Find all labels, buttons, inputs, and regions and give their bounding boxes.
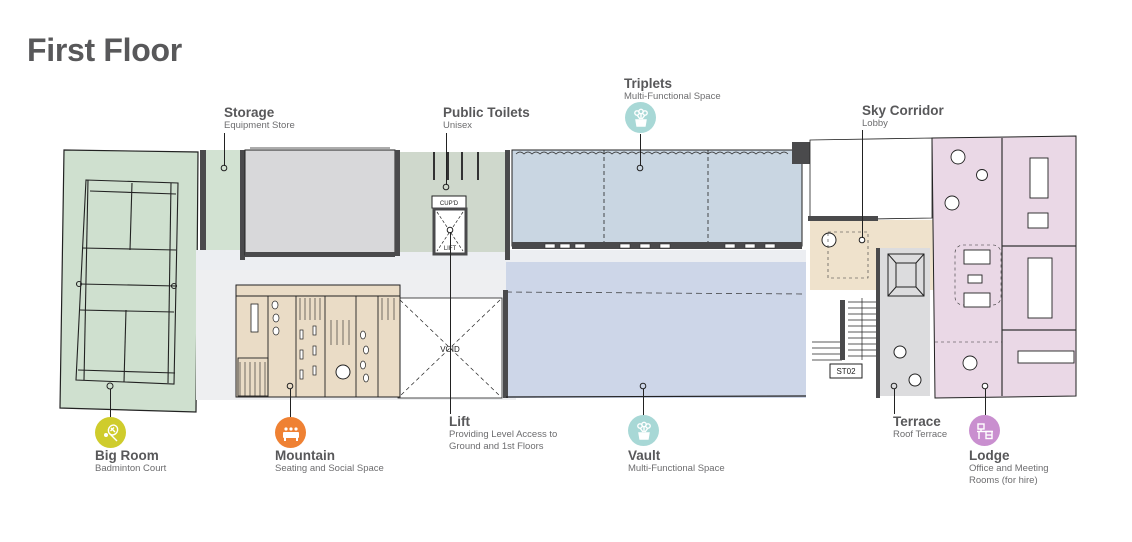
storage-name: Storage [224, 105, 275, 120]
triplets-label: Triplets Multi-Functional Space [624, 76, 721, 103]
public-toilets-subtitle: Unisex [443, 120, 473, 131]
lift-leader-line [450, 232, 451, 414]
seating-icon [282, 426, 299, 441]
big-room-icon [95, 417, 126, 448]
terrace-label: Terrace Roof Terrace [893, 414, 947, 441]
terrace-name: Terrace [893, 414, 941, 429]
triplets-leader-line [640, 134, 641, 166]
triplets-subtitle: Multi-Functional Space [624, 91, 721, 102]
desk-icon [976, 422, 993, 439]
vault-leader-line [643, 389, 644, 417]
mountain-name: Mountain [275, 448, 335, 463]
page-title: First Floor [27, 32, 182, 68]
vault-label: Vault Multi-Functional Space [628, 448, 725, 475]
big-room-label: Big Room Badminton Court [95, 448, 166, 475]
lodge-label: Lodge Office and Meeting Rooms (for hire… [969, 448, 1049, 487]
flowers-box-icon [633, 108, 648, 127]
sky-corridor-label: Sky Corridor Lobby [862, 103, 944, 130]
triplets-icon [625, 102, 656, 133]
big-room-leader-line [110, 389, 111, 417]
sky-corridor-leader-line [862, 130, 863, 238]
sky-corridor-subtitle: Lobby [862, 118, 888, 129]
svg-text:ST02: ST02 [836, 367, 856, 376]
public-toilets-leader-line [446, 133, 447, 185]
mountain-label: Mountain Seating and Social Space [275, 448, 384, 475]
terrace-subtitle: Roof Terrace [893, 429, 948, 440]
lift-subtitle: Providing Level Access to [449, 429, 558, 440]
lift-subtitle-line2: Ground and 1st Floors [449, 441, 544, 452]
lodge-subtitle: Office and Meeting [969, 463, 1049, 474]
lift-name: Lift [449, 414, 470, 429]
big-room-name: Big Room [95, 448, 159, 463]
big-room-area [59, 149, 199, 413]
mountain-icon [275, 417, 306, 448]
lodge-name: Lodge [969, 448, 1010, 463]
public-toilets-label: Public Toilets Unisex [443, 105, 530, 132]
mountain-subtitle: Seating and Social Space [275, 463, 384, 474]
big-room-subtitle: Badminton Court [95, 463, 167, 474]
terrace-leader-line [894, 389, 895, 414]
vault-icon [628, 415, 659, 446]
flowers-box-icon [636, 421, 651, 440]
mountain-leader-line [290, 389, 291, 417]
storage-leader-line [224, 133, 225, 166]
public-toilets-name: Public Toilets [443, 105, 530, 120]
sky-corridor-name: Sky Corridor [862, 103, 944, 118]
lodge-subtitle-line2: Rooms (for hire) [969, 475, 1038, 486]
storage-subtitle: Equipment Store [224, 120, 295, 131]
triplets-name: Triplets [624, 76, 673, 91]
storage-label: Storage Equipment Store [224, 105, 295, 132]
vault-subtitle: Multi-Functional Space [628, 463, 725, 474]
lodge-leader-line [985, 389, 986, 415]
lift-label: Lift Providing Level Access to Ground an… [449, 414, 557, 453]
vault-name: Vault [628, 448, 661, 463]
svg-text:CUP'D: CUP'D [440, 201, 459, 207]
lodge-icon [969, 415, 1000, 446]
badminton-racket-icon [103, 423, 118, 441]
